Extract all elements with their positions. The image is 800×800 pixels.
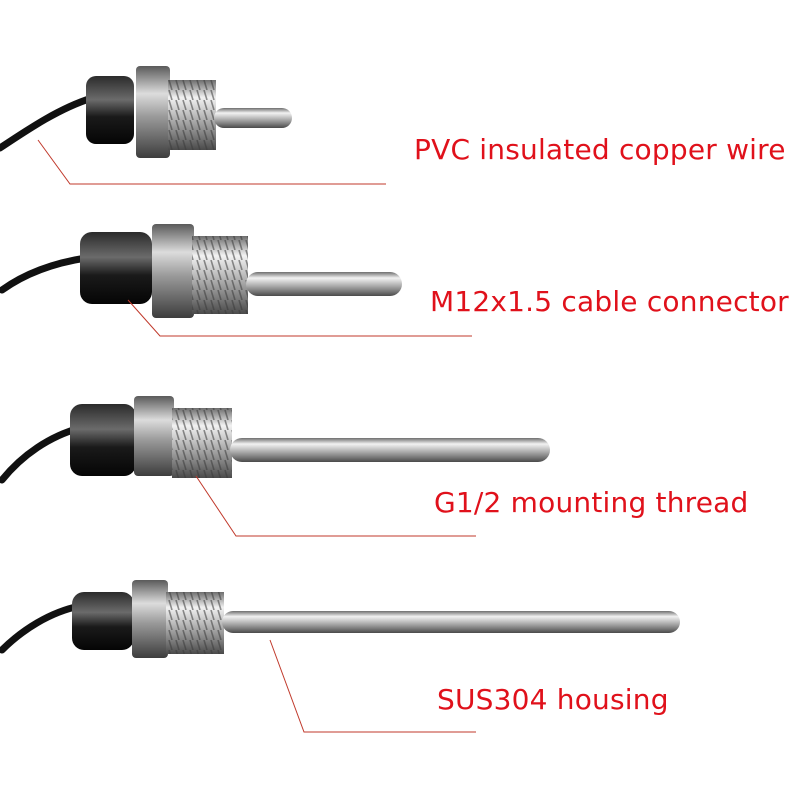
leader-line-thread: [195, 475, 476, 537]
probe-4: [0, 580, 680, 658]
probe-1: [0, 66, 292, 158]
probe-2: [0, 224, 402, 318]
probe-4-gland: [72, 592, 134, 650]
probe-4-tip: [222, 611, 680, 633]
probe-1-hex: [136, 66, 170, 158]
leader-line-housing: [269, 639, 476, 733]
callout-housing-label: SUS304 housing: [437, 683, 669, 716]
probe-2-cable: [0, 254, 90, 294]
probe-1-cable: [0, 94, 96, 152]
probe-2-hex: [152, 224, 194, 318]
probe-3: [0, 396, 550, 484]
callout-thread-label: G1/2 mounting thread: [434, 486, 749, 519]
probe-3-hex: [134, 396, 174, 476]
probe-2-tip: [246, 272, 402, 296]
probe-1-tip: [214, 108, 292, 128]
probe-4-hex: [132, 580, 168, 658]
probe-1-gland: [86, 76, 134, 144]
leader-line-connector: [127, 299, 472, 337]
leader-line-wire: [37, 139, 386, 185]
probe-2-gland: [80, 232, 152, 304]
probe-3-gland: [70, 404, 136, 476]
probe-3-tip: [230, 438, 550, 462]
callout-connector-label: M12x1.5 cable connector: [430, 285, 789, 318]
probe-3-cable: [0, 424, 84, 484]
probe-4-cable: [0, 602, 84, 654]
callout-wire-label: PVC insulated copper wire: [414, 133, 786, 166]
